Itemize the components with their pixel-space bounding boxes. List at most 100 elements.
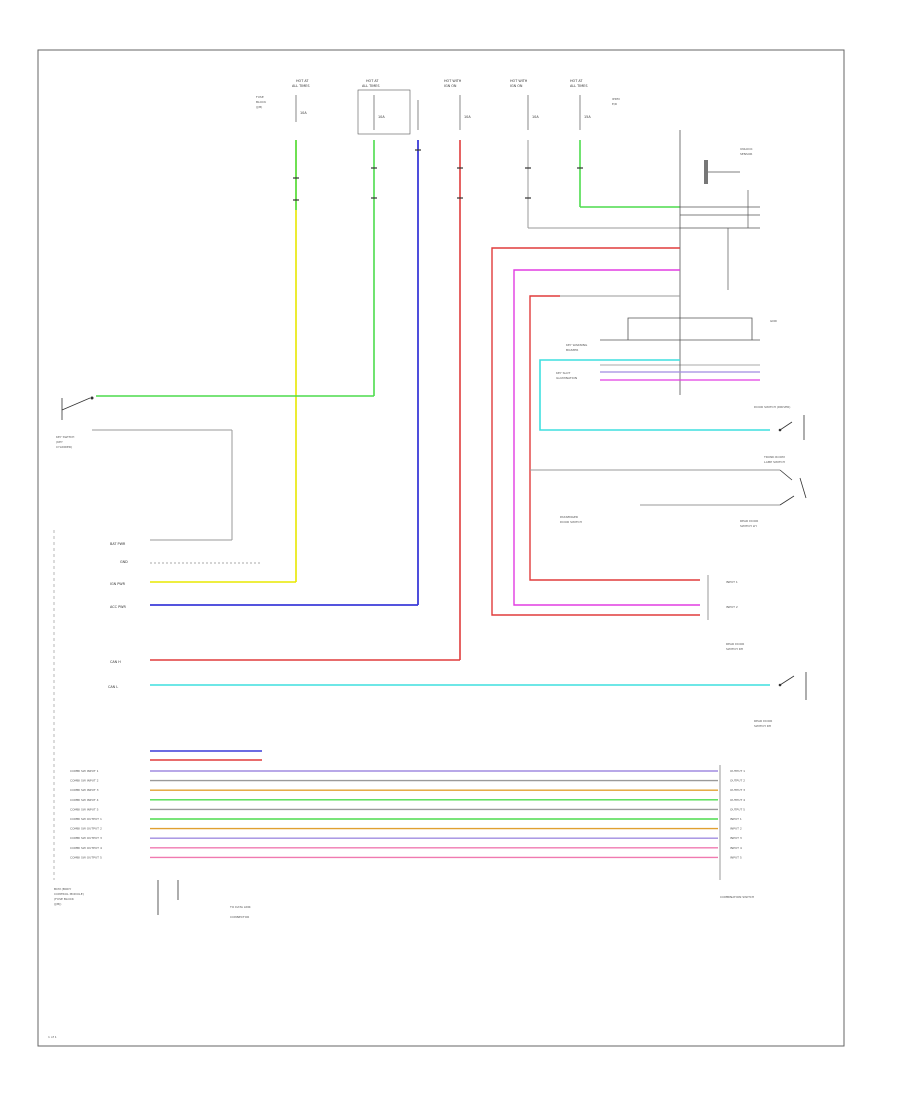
fuse-1-rating: 10A [300, 111, 307, 115]
rear-sw-label-a: REAR DOOR [740, 519, 758, 523]
wire-magenta-loop [513, 269, 700, 606]
passenger-label-a: PASSENGER [560, 515, 578, 519]
unlock-sensor: UNLOCK SENSOR [680, 147, 760, 290]
bus-right-label: OUTPUT 2 [730, 779, 745, 783]
ground-bracket [627, 317, 753, 340]
fuse-3-label-a: HOT WITH [444, 79, 462, 83]
bcm-bottom: BCM (BODY CONTROL MODULE) (FUSE BLOCK (J… [48, 880, 754, 1039]
bus-right-label: OUTPUT 3 [730, 788, 745, 792]
wire-red-loop-outer [491, 247, 700, 616]
left-label-acc: ACC PWR [110, 605, 126, 609]
lower-door-switch: REAR DOOR SWITCH RH [754, 672, 807, 728]
combi-switch-bus: COMBI SW INPUT 1 OUTPUT 1 COMBI SW INPUT 2… [70, 750, 745, 880]
unlock-label-b: SENSOR [740, 152, 752, 156]
fuse-5: HOT AT ALL TIMES 15A [570, 79, 591, 130]
bus-left-label: COMBI SW INPUT 5 [70, 807, 99, 811]
fuse-note-1b: BLOCK [256, 100, 267, 104]
key-switch-label-b: (KEY [56, 440, 63, 444]
passenger-door-switch: PASSENGER DOOR SWITCH REAR DOOR SWITCH L… [560, 495, 795, 528]
bus-right-label: INPUT 3 [730, 836, 742, 840]
right-conn-label-a: INPUT 1 [726, 580, 738, 584]
fuse-2: HOT AT ALL TIMES 10A [357, 79, 419, 135]
fuse-note-1a: FUSE [256, 95, 264, 99]
fuse-4-label-a: HOT WITH [510, 79, 528, 83]
left-label-bat: BAT PWR [110, 542, 126, 546]
bus-right-label: OUTPUT 1 [730, 769, 745, 773]
bus-left-label: COMBI SW OUTPUT 1 [70, 817, 102, 821]
bus-right-label: INPUT 2 [730, 827, 742, 831]
bus-left-label: COMBI SW OUTPUT 5 [70, 855, 102, 859]
fuse-2-label-a: HOT AT [366, 79, 379, 83]
fuse-3-label-b: IGN ON [444, 84, 457, 88]
lower-switch-label-b: SWITCH RH [754, 724, 771, 728]
rear-sw2-label-b: SWITCH RH [726, 647, 743, 651]
trunk-label-b: LAMP SWITCH [764, 460, 785, 464]
left-label-can-h: CAN H [110, 660, 121, 664]
fuse-1-label-b: ALL TIMES [292, 84, 309, 88]
door-switch-driver: DOOR SWITCH (DRIVER) [754, 405, 805, 440]
bus-left-label: COMBI SW INPUT 2 [70, 779, 99, 783]
bcm-label-b: CONTROL MODULE) [54, 892, 84, 896]
key-switch-label-a: KEY SWITCH [56, 435, 74, 439]
bus-left-label: COMBI SW INPUT 3 [70, 788, 99, 792]
fuse-1-label-a: HOT AT [296, 79, 309, 83]
fuse-5-label-b: ALL TIMES [570, 84, 587, 88]
key-switch-label-c: CYLINDER) [56, 445, 72, 449]
can-note-b: CONNECTOR [230, 915, 249, 919]
unlock-label-a: UNLOCK [740, 147, 753, 151]
bcm-label-c: (FUSE BLOCK [54, 897, 75, 901]
ground-text: GND [770, 319, 778, 323]
door-switch-label: DOOR SWITCH (DRIVER) [754, 405, 790, 409]
rear-sw2-label-a: REAR DOOR [726, 642, 744, 646]
fuse-2-rating: 10A [378, 115, 385, 119]
bcm-label-a: BCM (BODY [54, 887, 71, 891]
key-slot-label-a: KEY SLOT [556, 371, 570, 375]
right-connector-box: INPUT 1 INPUT 2 REAR DOOR SWITCH RH [707, 575, 744, 651]
left-label-gnd: GND [120, 560, 128, 564]
wire-red-loop-inner [529, 295, 700, 581]
fuse-note-2a: IPDM [612, 97, 620, 101]
passenger-label-b: DOOR SWITCH [560, 520, 582, 524]
rear-sw-label-b: SWITCH LH [740, 524, 757, 528]
bus-right-label: INPUT 5 [730, 855, 742, 859]
fuse-3: HOT WITH IGN ON 10A [444, 79, 471, 130]
bus-left-label: COMBI SW OUTPUT 3 [70, 836, 102, 840]
diagram-frame [37, 49, 845, 1047]
fuse-note-2b: E/R [612, 102, 617, 106]
page-number: 1 of 1 [48, 1035, 57, 1039]
fuse-notes: FUSE BLOCK (J/B) IPDM E/R [256, 95, 620, 109]
connector-ticks [293, 149, 583, 201]
right-conn-label-b: INPUT 2 [726, 605, 738, 609]
trunk-label-a: TRUNK ROOM [763, 455, 785, 459]
fuse-4: HOT WITH IGN ON 10A [510, 79, 539, 130]
key-switch: KEY SWITCH (KEY CYLINDER) [56, 396, 233, 541]
combi-switch-label: COMBINATION SWITCH [720, 895, 754, 899]
fuse-4-label-b: IGN ON [510, 84, 523, 88]
bus-left-label: COMBI SW OUTPUT 2 [70, 827, 102, 831]
bus-left-label: COMBI SW INPUT 4 [70, 798, 99, 802]
bus-right-label: OUTPUT 5 [730, 807, 745, 811]
bus-left-label: COMBI SW OUTPUT 4 [70, 846, 102, 850]
fuse-5-rating: 15A [584, 115, 591, 119]
fuse-note-1c: (J/B) [256, 105, 262, 109]
bcm-left-labels: BAT PWR GND IGN PWR ACC PWR CAN H CAN L [108, 542, 260, 689]
bus-right-label: OUTPUT 4 [730, 798, 745, 802]
fuse-5-label-a: HOT AT [570, 79, 583, 83]
left-label-ign: IGN PWR [110, 582, 126, 586]
bus-left-label: COMBI SW INPUT 1 [70, 769, 99, 773]
wire-cyan-door [539, 359, 770, 431]
fuse-2-label-b: ALL TIMES [362, 84, 379, 88]
lower-switch-label-a: REAR DOOR [754, 719, 772, 723]
trunk-switch: TRUNK ROOM LAMP SWITCH [763, 455, 807, 499]
bus-right-label: INPUT 1 [730, 817, 742, 821]
key-warn-label-b: BUZZER [566, 348, 578, 352]
key-slot-block: KEY SLOT ILLUMINATION KEY WARNING BUZZER [556, 343, 588, 380]
left-label-can-l: CAN L [108, 685, 118, 689]
bcm-label-d: (J/B)) [54, 902, 61, 906]
fuse-1: HOT AT ALL TIMES 10A [292, 79, 309, 122]
can-note-a: TO DATA LINK [229, 905, 252, 909]
key-warn-label-a: KEY WARNING [566, 343, 588, 347]
fuse-3-rating: 10A [464, 115, 471, 119]
